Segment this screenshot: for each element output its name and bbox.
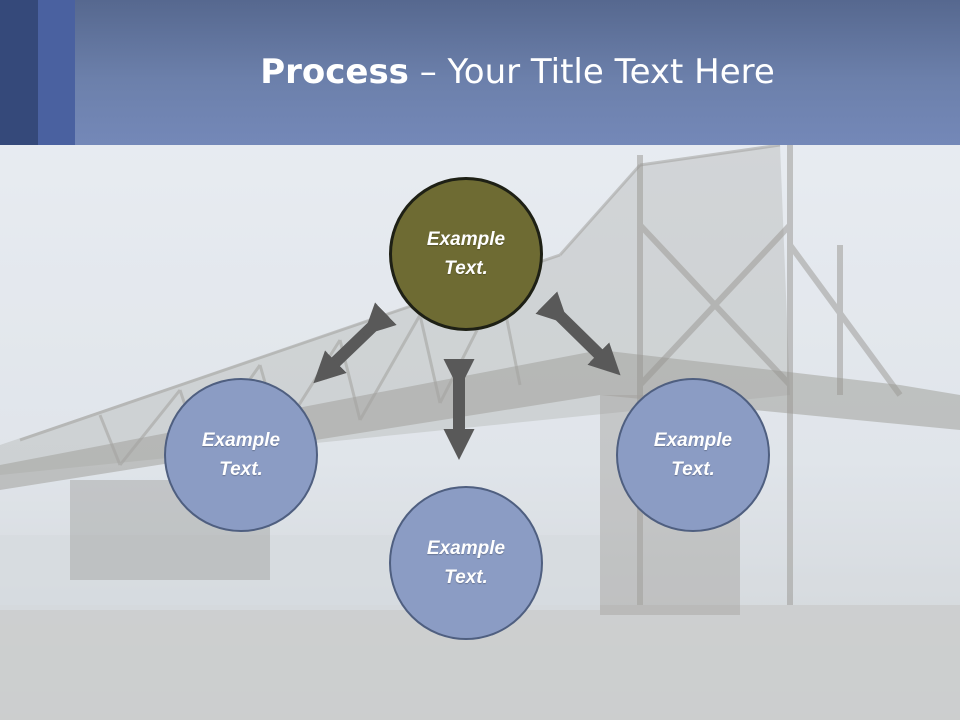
slide-title: Process – Your Title Text Here [75,52,960,92]
process-step-right[interactable]: Example Text. [616,378,770,532]
process-step-center-label: Example Text. [426,229,506,279]
title-bar [0,0,960,145]
arrow-center-right [535,291,621,376]
header-accent-mid [38,0,75,145]
process-step-right-label: Example Text. [653,430,733,480]
process-step-bottom[interactable]: Example Text. [389,486,543,640]
slide-title-rest: – Your Title Text Here [408,52,775,92]
header-accent-dark [0,0,38,145]
process-step-center[interactable]: Example Text. [389,177,543,331]
process-step-bottom-label: Example Text. [426,538,506,588]
slide-title-bold: Process [260,52,409,92]
process-step-left[interactable]: Example Text. [164,378,318,532]
process-step-left-label: Example Text. [201,430,281,480]
arrow-center-left [313,302,397,384]
